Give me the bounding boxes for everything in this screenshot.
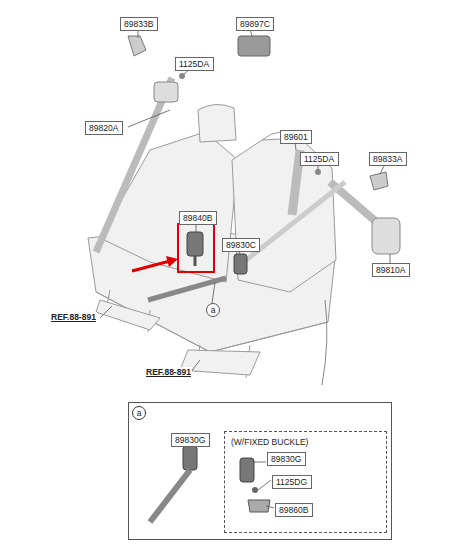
reference-label: REF.88-891 bbox=[145, 367, 192, 377]
node-text: 89833A bbox=[373, 154, 403, 164]
part-number: 89833A bbox=[369, 152, 407, 166]
part-number: 89833B bbox=[120, 17, 158, 31]
part-number: 89840B bbox=[179, 211, 217, 225]
part-number: 1125DA bbox=[300, 152, 339, 166]
option-box: (W/FIXED BUCKLE) 89830G 1125DG 89860B bbox=[224, 431, 387, 533]
node-text: 1125DG bbox=[276, 477, 308, 487]
node-text: 89860B bbox=[279, 505, 309, 515]
node-text: 89810A bbox=[376, 265, 406, 275]
node-text: 1125DA bbox=[304, 154, 335, 164]
detail-frame: a 89830G (W/FIXED BUCKLE) 89830G 1125DG 89860… bbox=[128, 402, 392, 540]
node-text: a bbox=[207, 304, 219, 316]
node-text: 89820A bbox=[89, 123, 119, 133]
node-text: 89840B bbox=[183, 213, 213, 223]
part-number: 1125DG bbox=[272, 475, 312, 489]
part-number: 89810A bbox=[372, 263, 410, 277]
part-number: 89830G bbox=[171, 433, 210, 447]
node-text: 89830C bbox=[226, 240, 256, 250]
node-text: 89830G bbox=[271, 454, 302, 464]
node-text: 89830G bbox=[175, 435, 206, 445]
node-text: 1125DA bbox=[179, 59, 210, 69]
part-number: 89830C bbox=[222, 238, 260, 252]
node-text: a bbox=[132, 406, 146, 420]
part-number: 1125DA bbox=[175, 57, 214, 71]
node-text: 89897C bbox=[240, 19, 270, 29]
part-number: 89601 bbox=[280, 130, 312, 144]
part-number: 89830G bbox=[267, 452, 306, 466]
node-text: 89601 bbox=[284, 132, 308, 142]
node-text: 89833B bbox=[124, 19, 154, 29]
part-number: 89897C bbox=[236, 17, 274, 31]
part-number: 89860B bbox=[275, 503, 313, 517]
node-text: (W/FIXED BUCKLE) bbox=[231, 437, 308, 447]
reference-label: REF.88-891 bbox=[50, 312, 97, 322]
part-number: 89820A bbox=[85, 121, 123, 135]
view-marker: a bbox=[206, 303, 220, 317]
